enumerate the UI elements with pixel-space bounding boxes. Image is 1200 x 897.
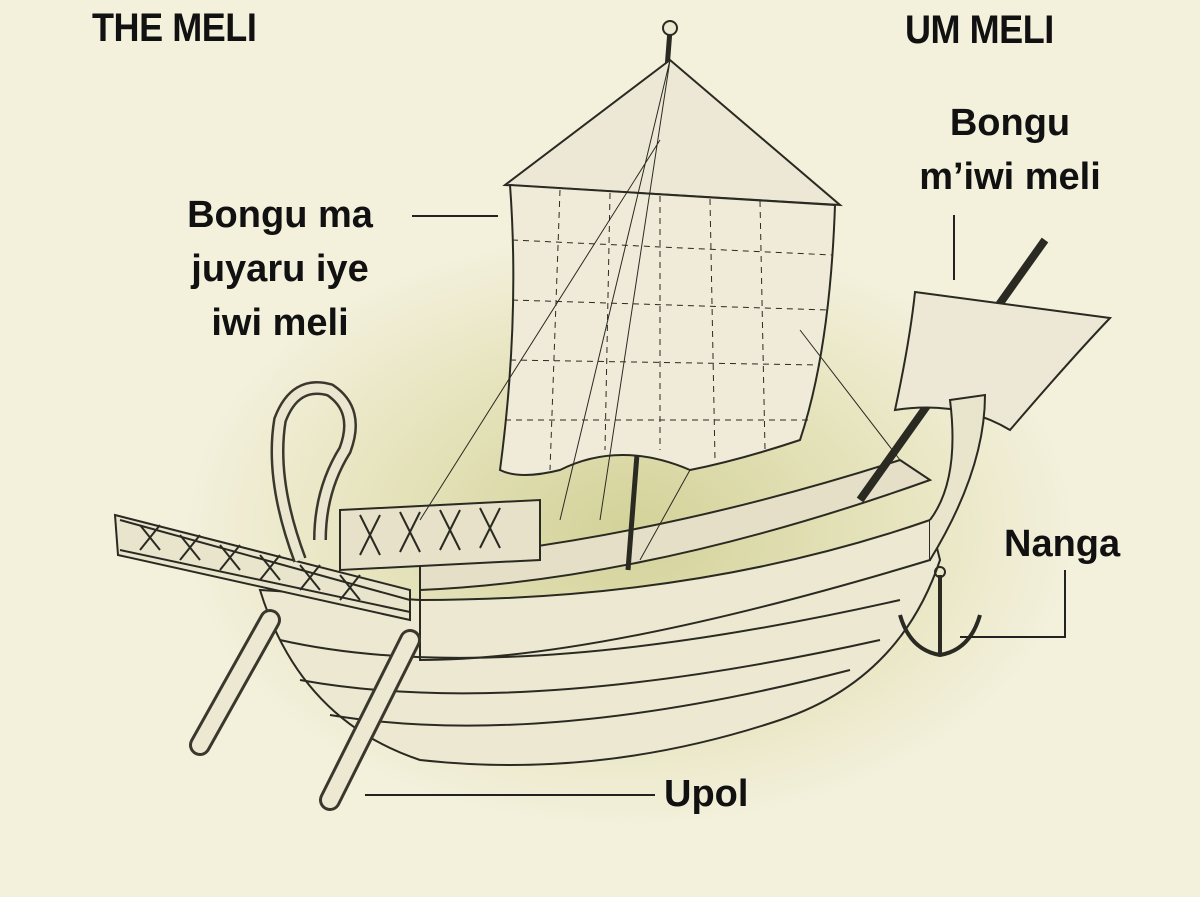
label-mainsail-line3: iwi meli [211,302,349,344]
leader-line-rudder [365,794,655,796]
title-left: THE MELI [92,6,257,50]
main-sail [498,183,837,476]
label-mainsail: Bongu ma juyaru iye iwi meli [160,188,400,350]
label-foresail-line1: Bongu [949,102,1071,144]
leader-line-foresail [953,215,955,280]
leader-line-mainsail [412,215,498,217]
label-anchor: Nanga [1004,523,1121,565]
leader-line-anchor-h [960,636,1066,638]
stern-railing [113,513,411,622]
leader-line-anchor-v [1064,570,1066,638]
label-foresail-line2: m’iwi meli [919,156,1101,198]
anchor-icon [898,566,982,658]
label-mainsail-line2: juyaru iye [191,248,369,290]
label-foresail: Bongu m’iwi meli [900,96,1120,204]
topsail [502,58,843,207]
label-mainsail-line1: Bongu ma [187,194,373,236]
label-rudder: Upol [664,773,749,815]
title-right: UM MELI [905,8,1054,52]
